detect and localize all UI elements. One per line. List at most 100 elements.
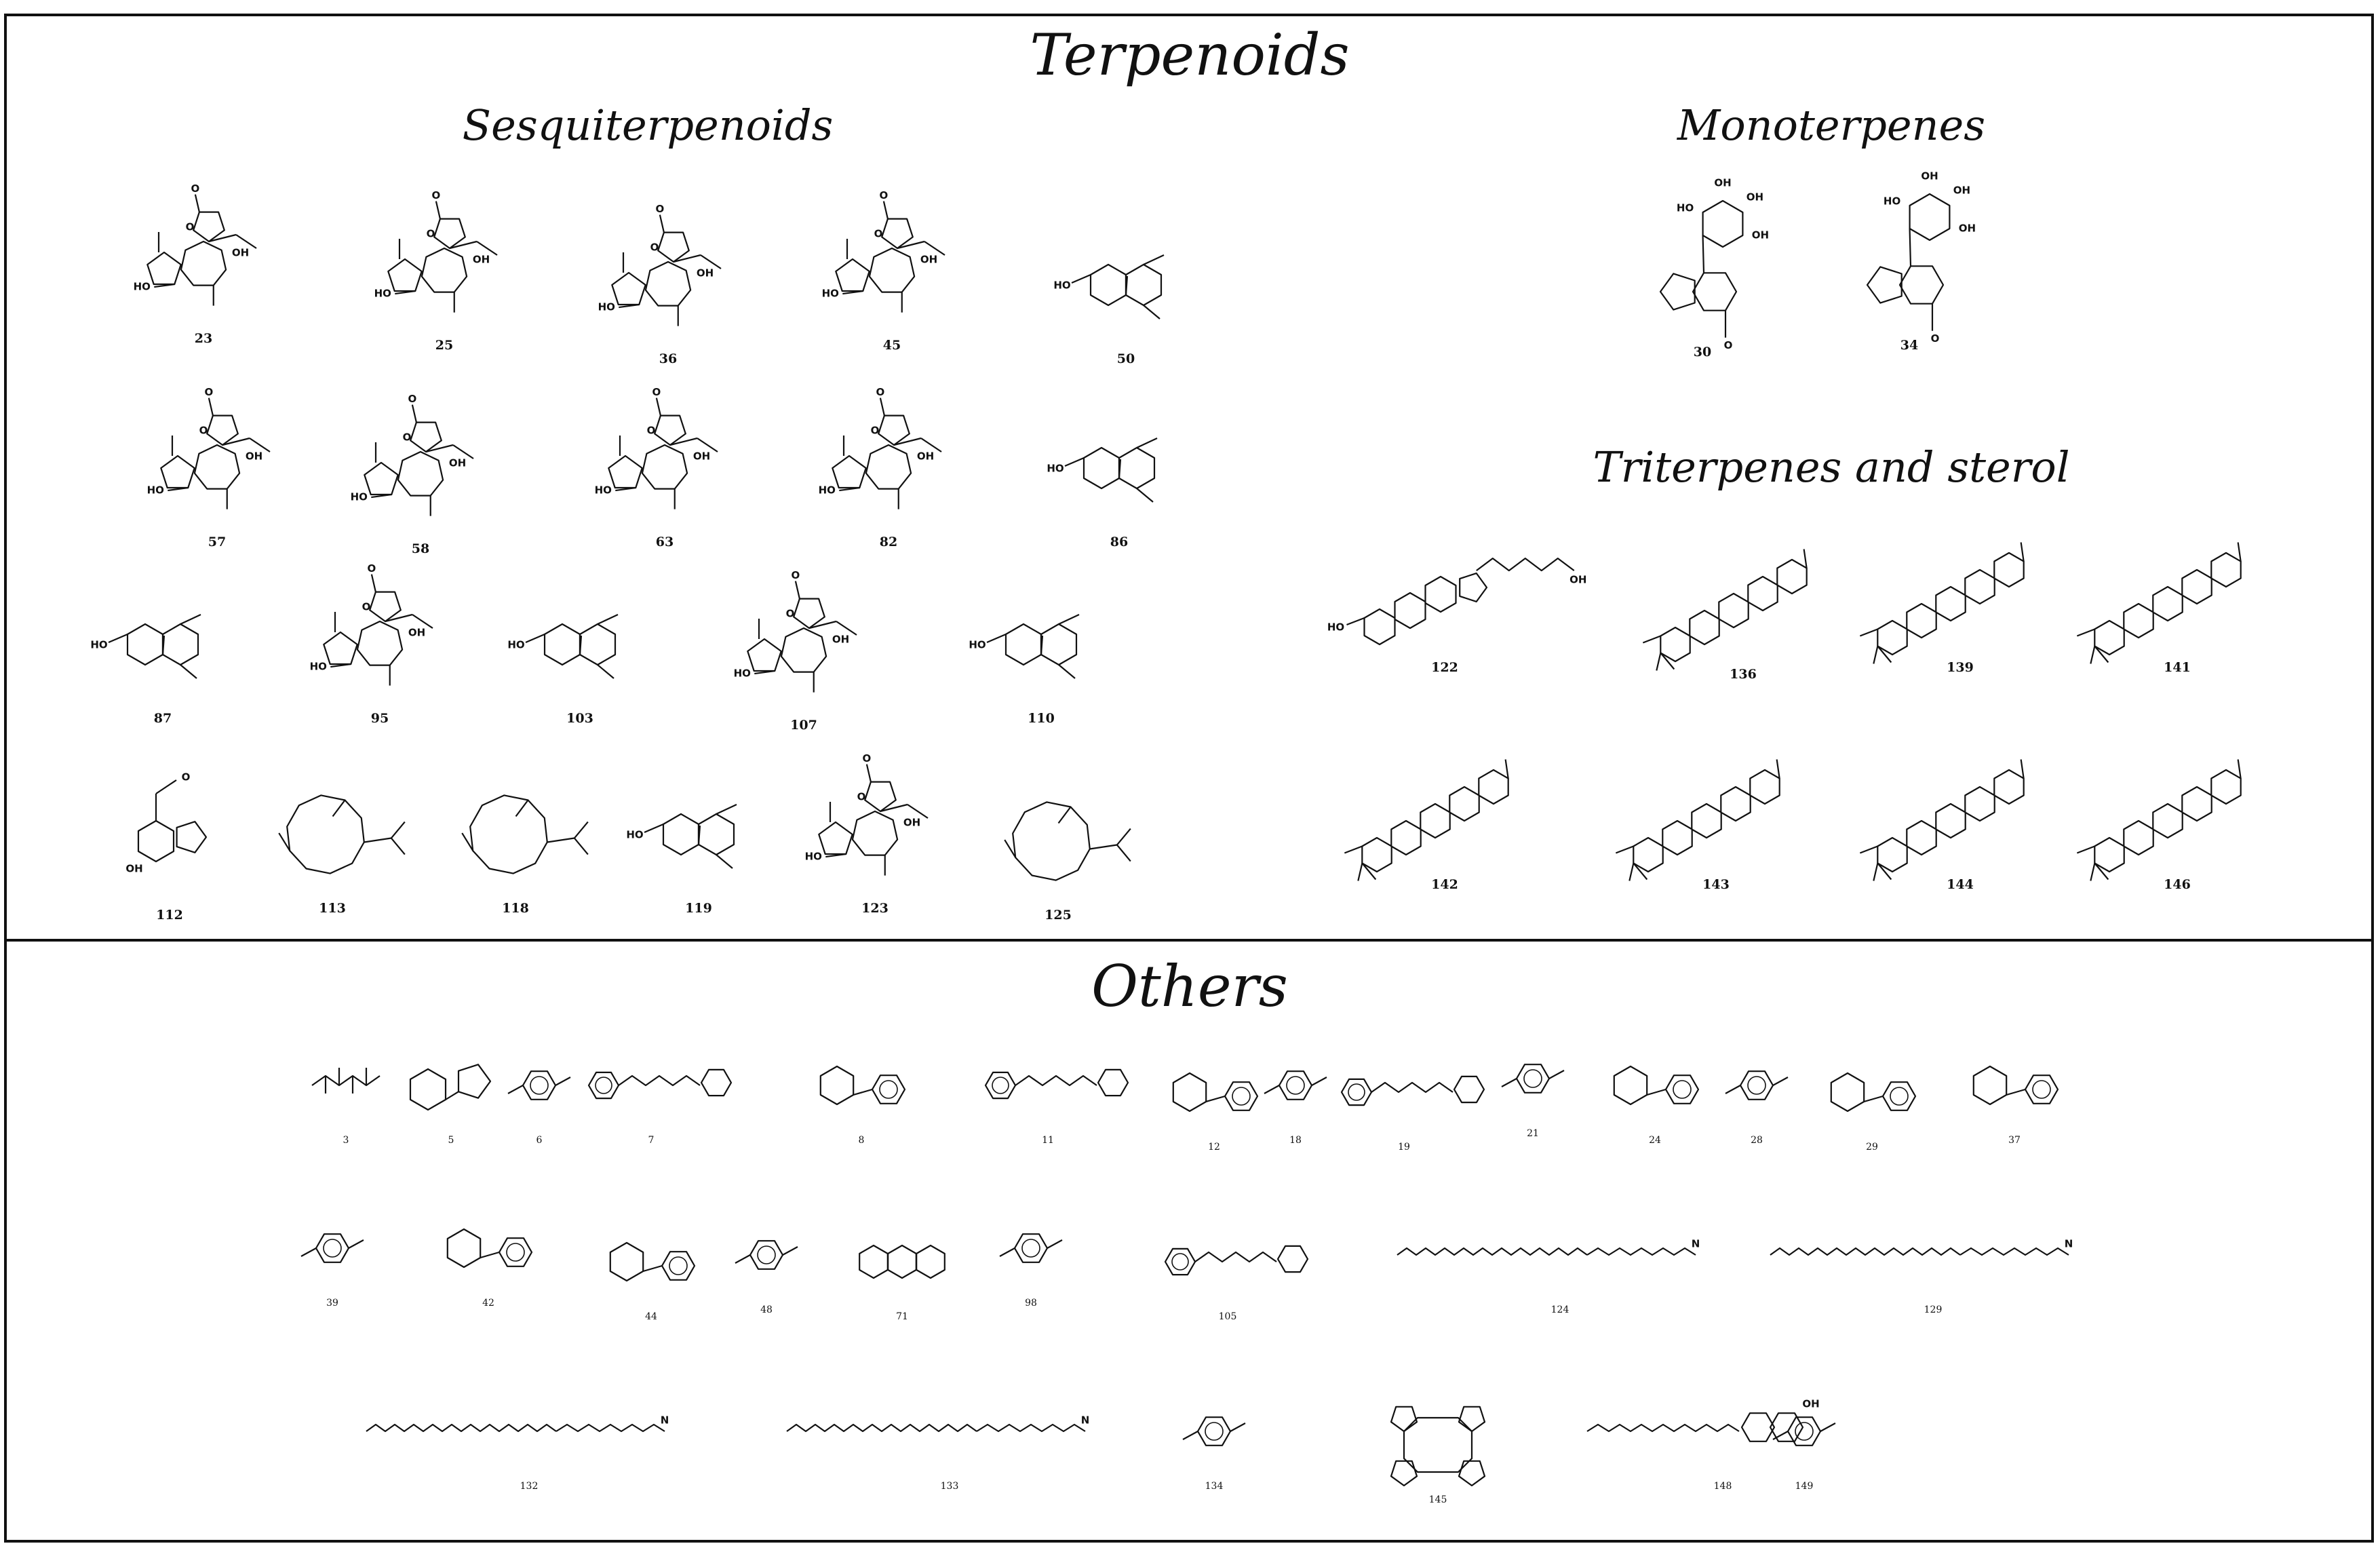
compound-label: 5 [448, 1135, 454, 1146]
compound-label: 25 [435, 338, 453, 353]
triterpene-139: 139 [1859, 542, 2025, 675]
svg-text:O: O [408, 393, 417, 405]
other-19: 19 [1340, 1075, 1485, 1153]
svg-text:O: O [786, 608, 795, 620]
compound-label: 98 [1025, 1298, 1037, 1309]
svg-text:HO: HO [134, 281, 151, 293]
compound-label: 21 [1527, 1128, 1539, 1139]
svg-text:O: O [857, 791, 866, 803]
svg-text:O: O [876, 386, 885, 398]
svg-text:O: O [863, 752, 872, 765]
other-71: 71 [859, 1244, 945, 1322]
compound-label: 113 [319, 901, 346, 916]
other-145: 145 [1390, 1406, 1486, 1505]
compound-label: 136 [1730, 667, 1757, 682]
other-3: 3 [311, 1068, 381, 1146]
other-8: 8 [819, 1065, 906, 1146]
svg-text:OH: OH [693, 450, 710, 462]
other-148: OH 148 [1586, 1398, 1820, 1492]
svg-text:O: O [650, 241, 659, 254]
compound-label: 119 [685, 901, 712, 916]
svg-text:OH: OH [832, 633, 849, 645]
other-44: 44 [609, 1241, 696, 1322]
svg-text:OH: OH [697, 267, 714, 279]
compound-label: 18 [1289, 1135, 1302, 1146]
compound-label: 71 [896, 1311, 908, 1322]
svg-text:OH: OH [449, 457, 466, 469]
other-42: 42 [446, 1228, 533, 1309]
other-24: 24 [1613, 1065, 1700, 1146]
svg-text:HO: HO [969, 639, 986, 651]
compound-label: 142 [1431, 877, 1458, 892]
other-98: 98 [999, 1233, 1063, 1309]
compound-label: 148 [1714, 1481, 1732, 1492]
svg-text:OH: OH [1569, 574, 1586, 586]
svg-text:O: O [1931, 332, 1940, 345]
compound-label: 105 [1219, 1311, 1237, 1322]
other-18: 18 [1264, 1070, 1327, 1146]
svg-text:O: O [368, 562, 376, 575]
other-37: 37 [1972, 1065, 2059, 1146]
svg-text:OH: OH [408, 626, 425, 638]
compound-label: 141 [2164, 660, 2191, 675]
compound-label: 122 [1431, 660, 1458, 675]
compound-label: 125 [1045, 908, 1072, 923]
compound-label: 107 [790, 718, 817, 733]
others-title: Others [1091, 953, 1288, 1020]
compound-label: 50 [1117, 351, 1135, 366]
others-panel [4, 939, 2374, 1543]
compound-label: 6 [537, 1135, 543, 1146]
svg-text:HO: HO [822, 288, 839, 300]
compound-label: 95 [371, 711, 389, 726]
svg-text:OH: OH [1802, 1398, 1819, 1410]
triterpene-141: 141 [2076, 542, 2242, 675]
svg-text:OH: OH [232, 246, 249, 258]
other-6: 6 [507, 1070, 571, 1146]
compound-label: 42 [482, 1298, 494, 1309]
svg-text:OH: OH [903, 816, 920, 828]
svg-text:O: O [871, 425, 880, 437]
svg-text:HO: HO [1677, 202, 1694, 214]
compound-label: 118 [502, 901, 529, 916]
compound-label: 143 [1702, 877, 1730, 892]
svg-text:O: O [874, 228, 883, 240]
svg-text:N: N [1692, 1238, 1700, 1250]
sesquiterpenoid-125: 125 [1004, 801, 1131, 923]
svg-text:O: O [792, 569, 800, 581]
svg-text:HO: HO [734, 667, 751, 680]
svg-text:HO: HO [310, 661, 327, 673]
svg-text:O: O [652, 386, 661, 398]
svg-text:N: N [661, 1414, 669, 1427]
other-7: 7 [587, 1068, 733, 1146]
svg-text:HO: HO [147, 484, 164, 497]
svg-text:O: O [656, 203, 665, 215]
svg-text:O: O [403, 431, 412, 444]
svg-text:HO: HO [819, 484, 836, 497]
svg-text:HO: HO [90, 639, 107, 651]
svg-text:O: O [199, 425, 208, 437]
other-5: 5 [409, 1064, 492, 1146]
other-29: 29 [1830, 1072, 1917, 1153]
monoterpenes-title: Monoterpenes [1677, 100, 1986, 150]
svg-text:HO: HO [595, 484, 612, 497]
compound-label: 48 [760, 1304, 773, 1315]
svg-text:N: N [1081, 1414, 1090, 1427]
svg-text:OH: OH [920, 253, 937, 265]
sesquiterpenoid-95: O O HO OH 95 [310, 562, 433, 726]
svg-text:HO: HO [626, 829, 643, 841]
triterpene-144: 144 [1859, 759, 2025, 892]
triterpene-146: 146 [2076, 759, 2242, 892]
svg-text:O: O [362, 601, 371, 613]
compound-label: 23 [195, 331, 212, 346]
